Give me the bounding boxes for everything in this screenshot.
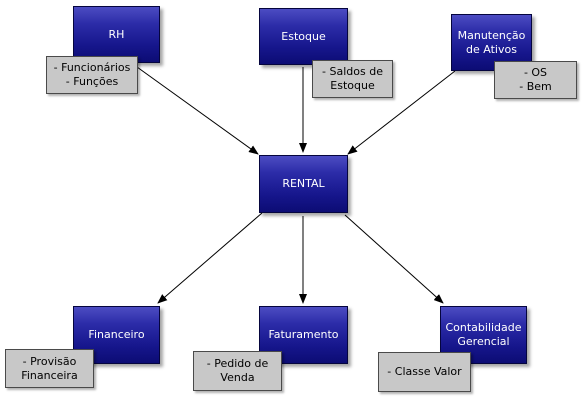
node-financeiro-label: Financeiro: [88, 328, 145, 341]
note-estoque: - Saldos de Estoque: [312, 60, 393, 98]
node-rental-label: RENTAL: [282, 177, 325, 190]
note-contabilidade: - Classe Valor: [378, 352, 471, 392]
node-rh[interactable]: RH: [73, 6, 160, 63]
node-estoque[interactable]: Estoque: [259, 8, 348, 65]
note-rh: - Funcionários - Funções: [46, 56, 138, 94]
note-faturamento: - Pedido de Venda: [193, 351, 282, 391]
arrow-rental-to-contabilidade: [344, 214, 444, 304]
arrow-rh-to-rental: [136, 66, 259, 155]
note-financeiro: - Provisão Financeira: [5, 349, 94, 388]
note-manutencao: - OS - Bem: [494, 61, 577, 99]
node-contabilidade-label: Contabilidade Gerencial: [445, 321, 522, 348]
node-rh-label: RH: [108, 27, 125, 41]
arrow-manutencao-to-rental: [347, 70, 456, 155]
node-rental[interactable]: RENTAL: [259, 155, 348, 213]
arrow-rental-to-financeiro: [157, 212, 263, 304]
node-faturamento[interactable]: Faturamento: [259, 306, 348, 364]
node-manutencao-label: Manutenção de Ativos: [457, 28, 526, 56]
node-estoque-label: Estoque: [281, 29, 326, 43]
node-faturamento-label: Faturamento: [268, 328, 339, 341]
